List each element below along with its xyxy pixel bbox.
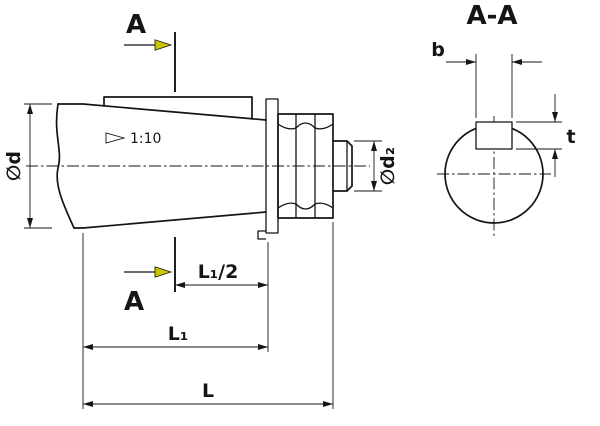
key-outline <box>103 96 253 120</box>
l1-half-label: L₁/2 <box>198 261 239 283</box>
nut-chamfer-arc <box>295 122 316 129</box>
keyway-clearing <box>476 122 512 149</box>
dim-l1: L₁ <box>82 233 269 352</box>
dim-dia-d2: ∅d₂ <box>354 140 399 192</box>
shaft-break-line <box>55 103 75 229</box>
section-letter-bottom: A <box>124 287 144 317</box>
sight-arrow-icon <box>154 266 173 278</box>
taper-label: 1:10 <box>130 131 161 147</box>
taper-icon <box>105 132 126 144</box>
section-cut-bottom: A <box>124 237 176 317</box>
washer-tab <box>257 230 266 240</box>
nut-chamfer-arc <box>314 202 334 209</box>
main-view: 1:10 A <box>3 10 399 409</box>
section-letter-top: A <box>126 10 146 40</box>
t-label: t <box>566 126 575 148</box>
threaded-stub <box>332 140 353 192</box>
nut-body <box>277 113 334 219</box>
shaft-bottom-edge <box>73 211 267 229</box>
key-cross-section <box>475 121 513 150</box>
sight-arrow-icon <box>154 39 173 51</box>
dim-l1-half: L₁/2 <box>175 242 269 291</box>
section-cut-top: A <box>124 10 176 92</box>
l-label: L <box>202 380 214 402</box>
nut-chamfer-arc <box>277 123 297 130</box>
nut-chamfer-arc <box>295 203 316 210</box>
shaft-top-edge <box>57 103 267 121</box>
dim-t: t <box>516 94 576 177</box>
l1-label: L₁ <box>168 323 188 345</box>
section-title: A-A <box>466 1 517 31</box>
hex-nut <box>277 113 334 219</box>
section-view: A-A b t <box>431 1 576 236</box>
dia-d2-label: ∅d₂ <box>377 147 399 185</box>
b-label: b <box>431 39 445 61</box>
taper-callout: 1:10 <box>105 131 161 147</box>
nut-chamfer-arc <box>314 123 334 130</box>
dim-b: b <box>431 39 542 118</box>
dia-d-label: ∅d <box>3 151 25 181</box>
dim-dia-d: ∅d <box>3 103 52 229</box>
nut-chamfer-arc <box>277 202 297 209</box>
dim-l: L <box>82 222 334 409</box>
